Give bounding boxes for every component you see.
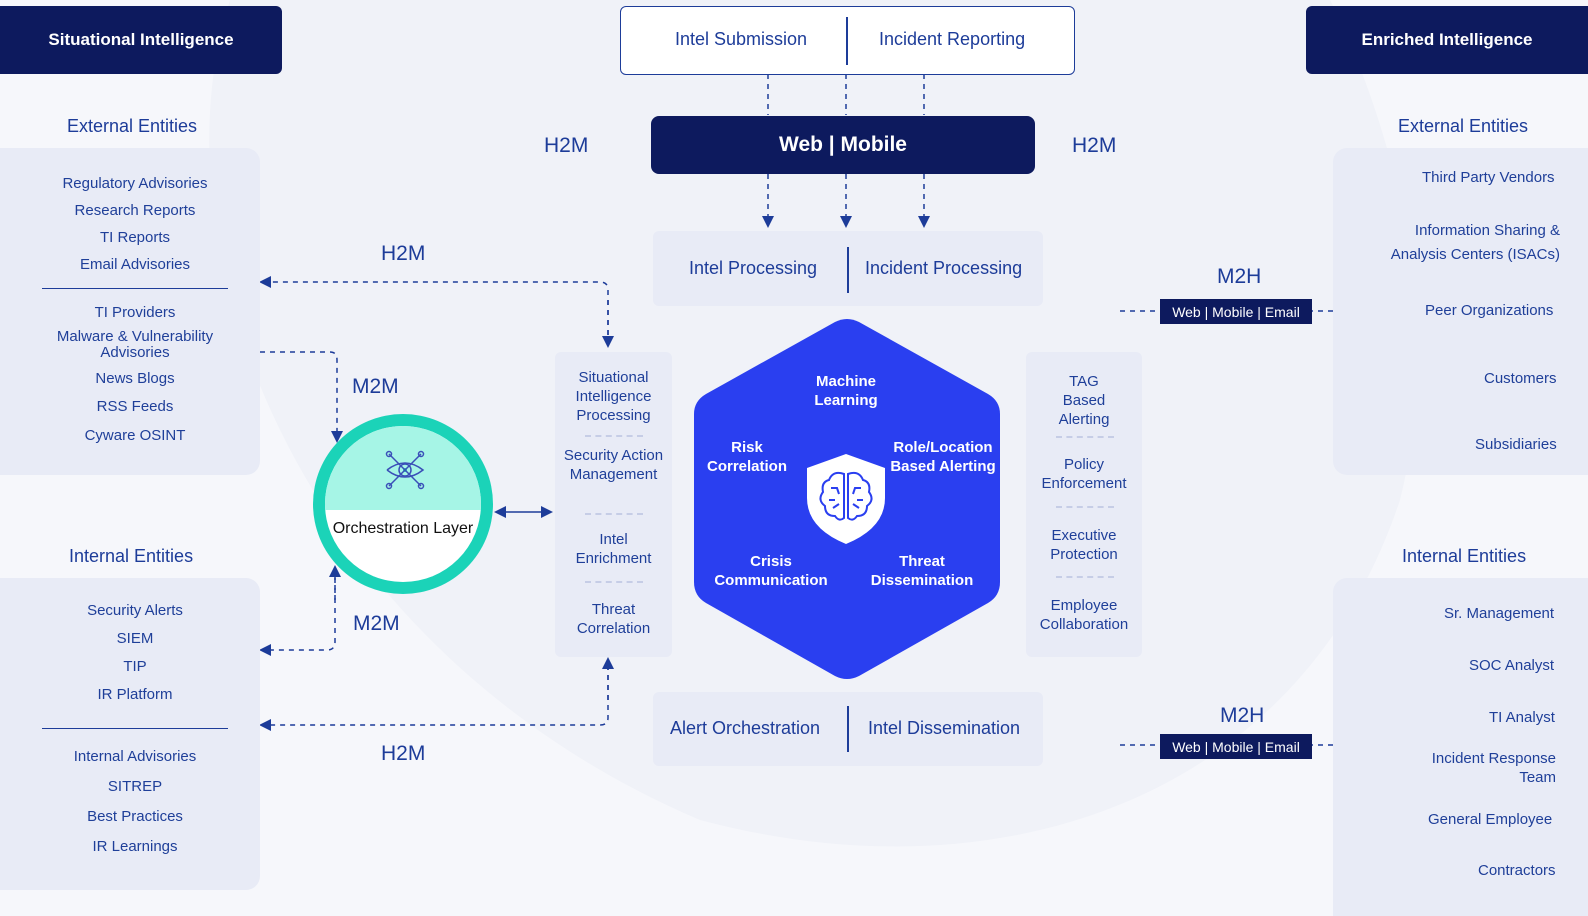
role-location-alerting-label: Role/Location Based Alerting: [890, 439, 996, 475]
separator: [1056, 436, 1114, 438]
entity-item: TIP: [123, 658, 147, 675]
threat-dissemination-label: Threat Dissemination: [870, 553, 974, 589]
submission-box: Intel Submission Incident Reporting: [620, 6, 1075, 75]
right-external-title: External Entities: [1398, 116, 1529, 136]
orchestration-label: Orchestration Layer: [332, 520, 474, 537]
entity-item: General Employee: [1428, 811, 1553, 828]
m2h-label: M2H: [1220, 704, 1265, 727]
entity-item: Contractors: [1478, 862, 1556, 879]
web-mobile-channel: Web | Mobile: [651, 116, 1035, 174]
m2h-channel-badge: Web | Mobile | Email: [1160, 299, 1312, 324]
right-internal-panel: [1333, 578, 1588, 916]
m2h-label: M2H: [1217, 265, 1262, 288]
dissemination-box: Alert Orchestration Intel Dissemination: [653, 692, 1043, 766]
m2m-label: M2M: [353, 612, 400, 635]
entity-item: IR Learnings: [92, 838, 178, 855]
entity-item: Malware & Vulnerability Advisories: [56, 328, 214, 361]
m2h-channel-badge: Web | Mobile | Email: [1160, 734, 1312, 759]
web-mobile-label: Web | Mobile: [779, 133, 907, 156]
badge-label: Web | Mobile | Email: [1172, 738, 1300, 755]
stack-item: Executive Protection: [1050, 527, 1118, 563]
left-external-panel: Regulatory Advisories Research Reports T…: [0, 148, 260, 475]
entity-item: Cyware OSINT: [84, 427, 186, 444]
incident-processing-label: Incident Processing: [865, 258, 1023, 278]
entity-item: Third Party Vendors: [1422, 169, 1555, 186]
crisis-communication-label: Crisis Communication: [714, 553, 828, 589]
separator: [585, 581, 643, 583]
orchestration-layer: Orchestration Layer: [313, 414, 493, 594]
stack-item: Threat Correlation: [576, 601, 651, 637]
entity-item: Sr. Management: [1444, 605, 1555, 622]
separator: [585, 435, 643, 437]
situational-processing-stack: Situational Intelligence Processing Secu…: [555, 352, 672, 657]
situational-intelligence-header: Situational Intelligence: [0, 6, 282, 74]
entity-item: RSS Feeds: [96, 398, 174, 415]
brain-shield-icon: [807, 454, 885, 544]
entity-item: SOC Analyst: [1469, 657, 1555, 674]
stack-item: Policy Enforcement: [1041, 456, 1127, 492]
separator: [585, 513, 643, 515]
entity-item: Email Advisories: [79, 256, 191, 273]
entity-item: Incident Response Team: [1431, 750, 1556, 786]
separator: [1056, 576, 1114, 578]
stack-item: Security Action Management: [563, 447, 664, 483]
left-external-title: External Entities: [67, 116, 198, 136]
enriched-intelligence-header: Enriched Intelligence: [1306, 6, 1588, 74]
divider: [847, 247, 849, 293]
right-internal-title: Internal Entities: [1402, 546, 1527, 566]
entity-item: Customers: [1484, 370, 1557, 387]
incident-reporting-label: Incident Reporting: [879, 29, 1026, 49]
entity-item: Best Practices: [87, 808, 183, 825]
intel-dissemination-label: Intel Dissemination: [868, 718, 1021, 738]
processing-box: Intel Processing Incident Processing: [653, 231, 1043, 306]
m2m-label: M2M: [352, 375, 399, 398]
entity-item: TI Reports: [99, 229, 171, 246]
entity-item: Security Alerts: [87, 602, 183, 619]
divider: [847, 706, 849, 752]
machine-learning-label: Machine Learning: [814, 373, 878, 409]
right-external-panel: [1333, 148, 1588, 475]
stack-item: Employee Collaboration: [1039, 597, 1129, 633]
left-internal-panel: Security Alerts SIEM TIP IR Platform Int…: [0, 578, 260, 890]
header-label: Situational Intelligence: [48, 30, 234, 49]
risk-correlation-label: Risk Correlation: [706, 439, 787, 475]
entity-item: Regulatory Advisories: [62, 175, 208, 192]
h2m-label: H2M: [1072, 134, 1117, 157]
h2m-label: H2M: [544, 134, 589, 157]
entity-item: Research Reports: [74, 202, 196, 219]
header-label: Enriched Intelligence: [1361, 30, 1533, 49]
network-nodes-icon: [385, 450, 425, 490]
entity-item: SITREP: [107, 778, 163, 795]
divider: [42, 728, 228, 729]
entity-item: SIEM: [116, 630, 154, 647]
left-internal-title: Internal Entities: [69, 546, 194, 566]
alert-orchestration-label: Alert Orchestration: [670, 718, 821, 738]
entity-item: TI Providers: [94, 304, 176, 321]
divider: [846, 17, 848, 65]
stack-item: TAG Based Alerting: [1058, 373, 1110, 428]
tag-alerting-stack: TAG Based Alerting Policy Enforcement Ex…: [1026, 352, 1142, 657]
entity-item: TI Analyst: [1489, 709, 1555, 726]
badge-label: Web | Mobile | Email: [1172, 303, 1300, 320]
divider: [42, 288, 228, 289]
entity-item: Peer Organizations: [1425, 302, 1554, 319]
entity-item: IR Platform: [97, 686, 173, 703]
separator: [1056, 506, 1114, 508]
entity-item: Internal Advisories: [73, 748, 197, 765]
intel-processing-label: Intel Processing: [689, 258, 818, 278]
h2m-label: H2M: [381, 242, 426, 265]
entity-item: Information Sharing & Analysis Centers (…: [1390, 222, 1560, 263]
h2m-label: H2M: [381, 742, 426, 765]
intel-submission-label: Intel Submission: [675, 29, 808, 49]
stack-item: Intel Enrichment: [575, 531, 652, 567]
entity-item: News Blogs: [95, 370, 175, 387]
entity-item: Subsidiaries: [1475, 436, 1557, 453]
stack-item: Situational Intelligence Processing: [575, 369, 652, 424]
